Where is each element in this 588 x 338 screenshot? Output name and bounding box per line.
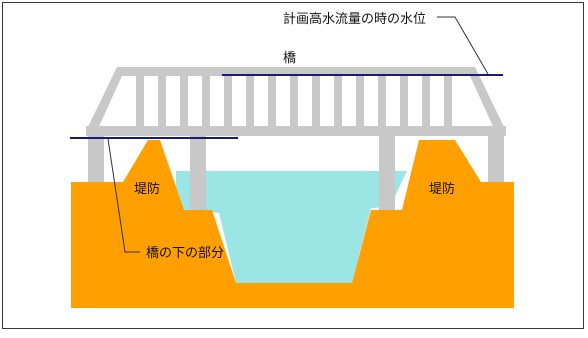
bridge-end-post-left [86,67,126,131]
label-planned-flood-level: 計画高水流量の時の水位 [283,11,426,27]
label-levee-right: 堤防 [429,181,455,197]
pier-center-right [379,133,395,210]
bridge-end-post-right [466,67,506,131]
river-water [176,171,407,283]
label-levee-left: 堤防 [134,181,160,197]
levee-ground [71,140,514,308]
pier-right [488,133,504,182]
bridge-verticals [136,67,452,131]
label-bridge: 橋 [283,51,296,66]
pier-center-left [190,133,206,210]
pier-left [88,133,104,182]
label-under-bridge: 橋の下の部分 [146,246,224,261]
leader-line-under-bridge [107,138,140,253]
leader-line-water-level [437,16,489,75]
